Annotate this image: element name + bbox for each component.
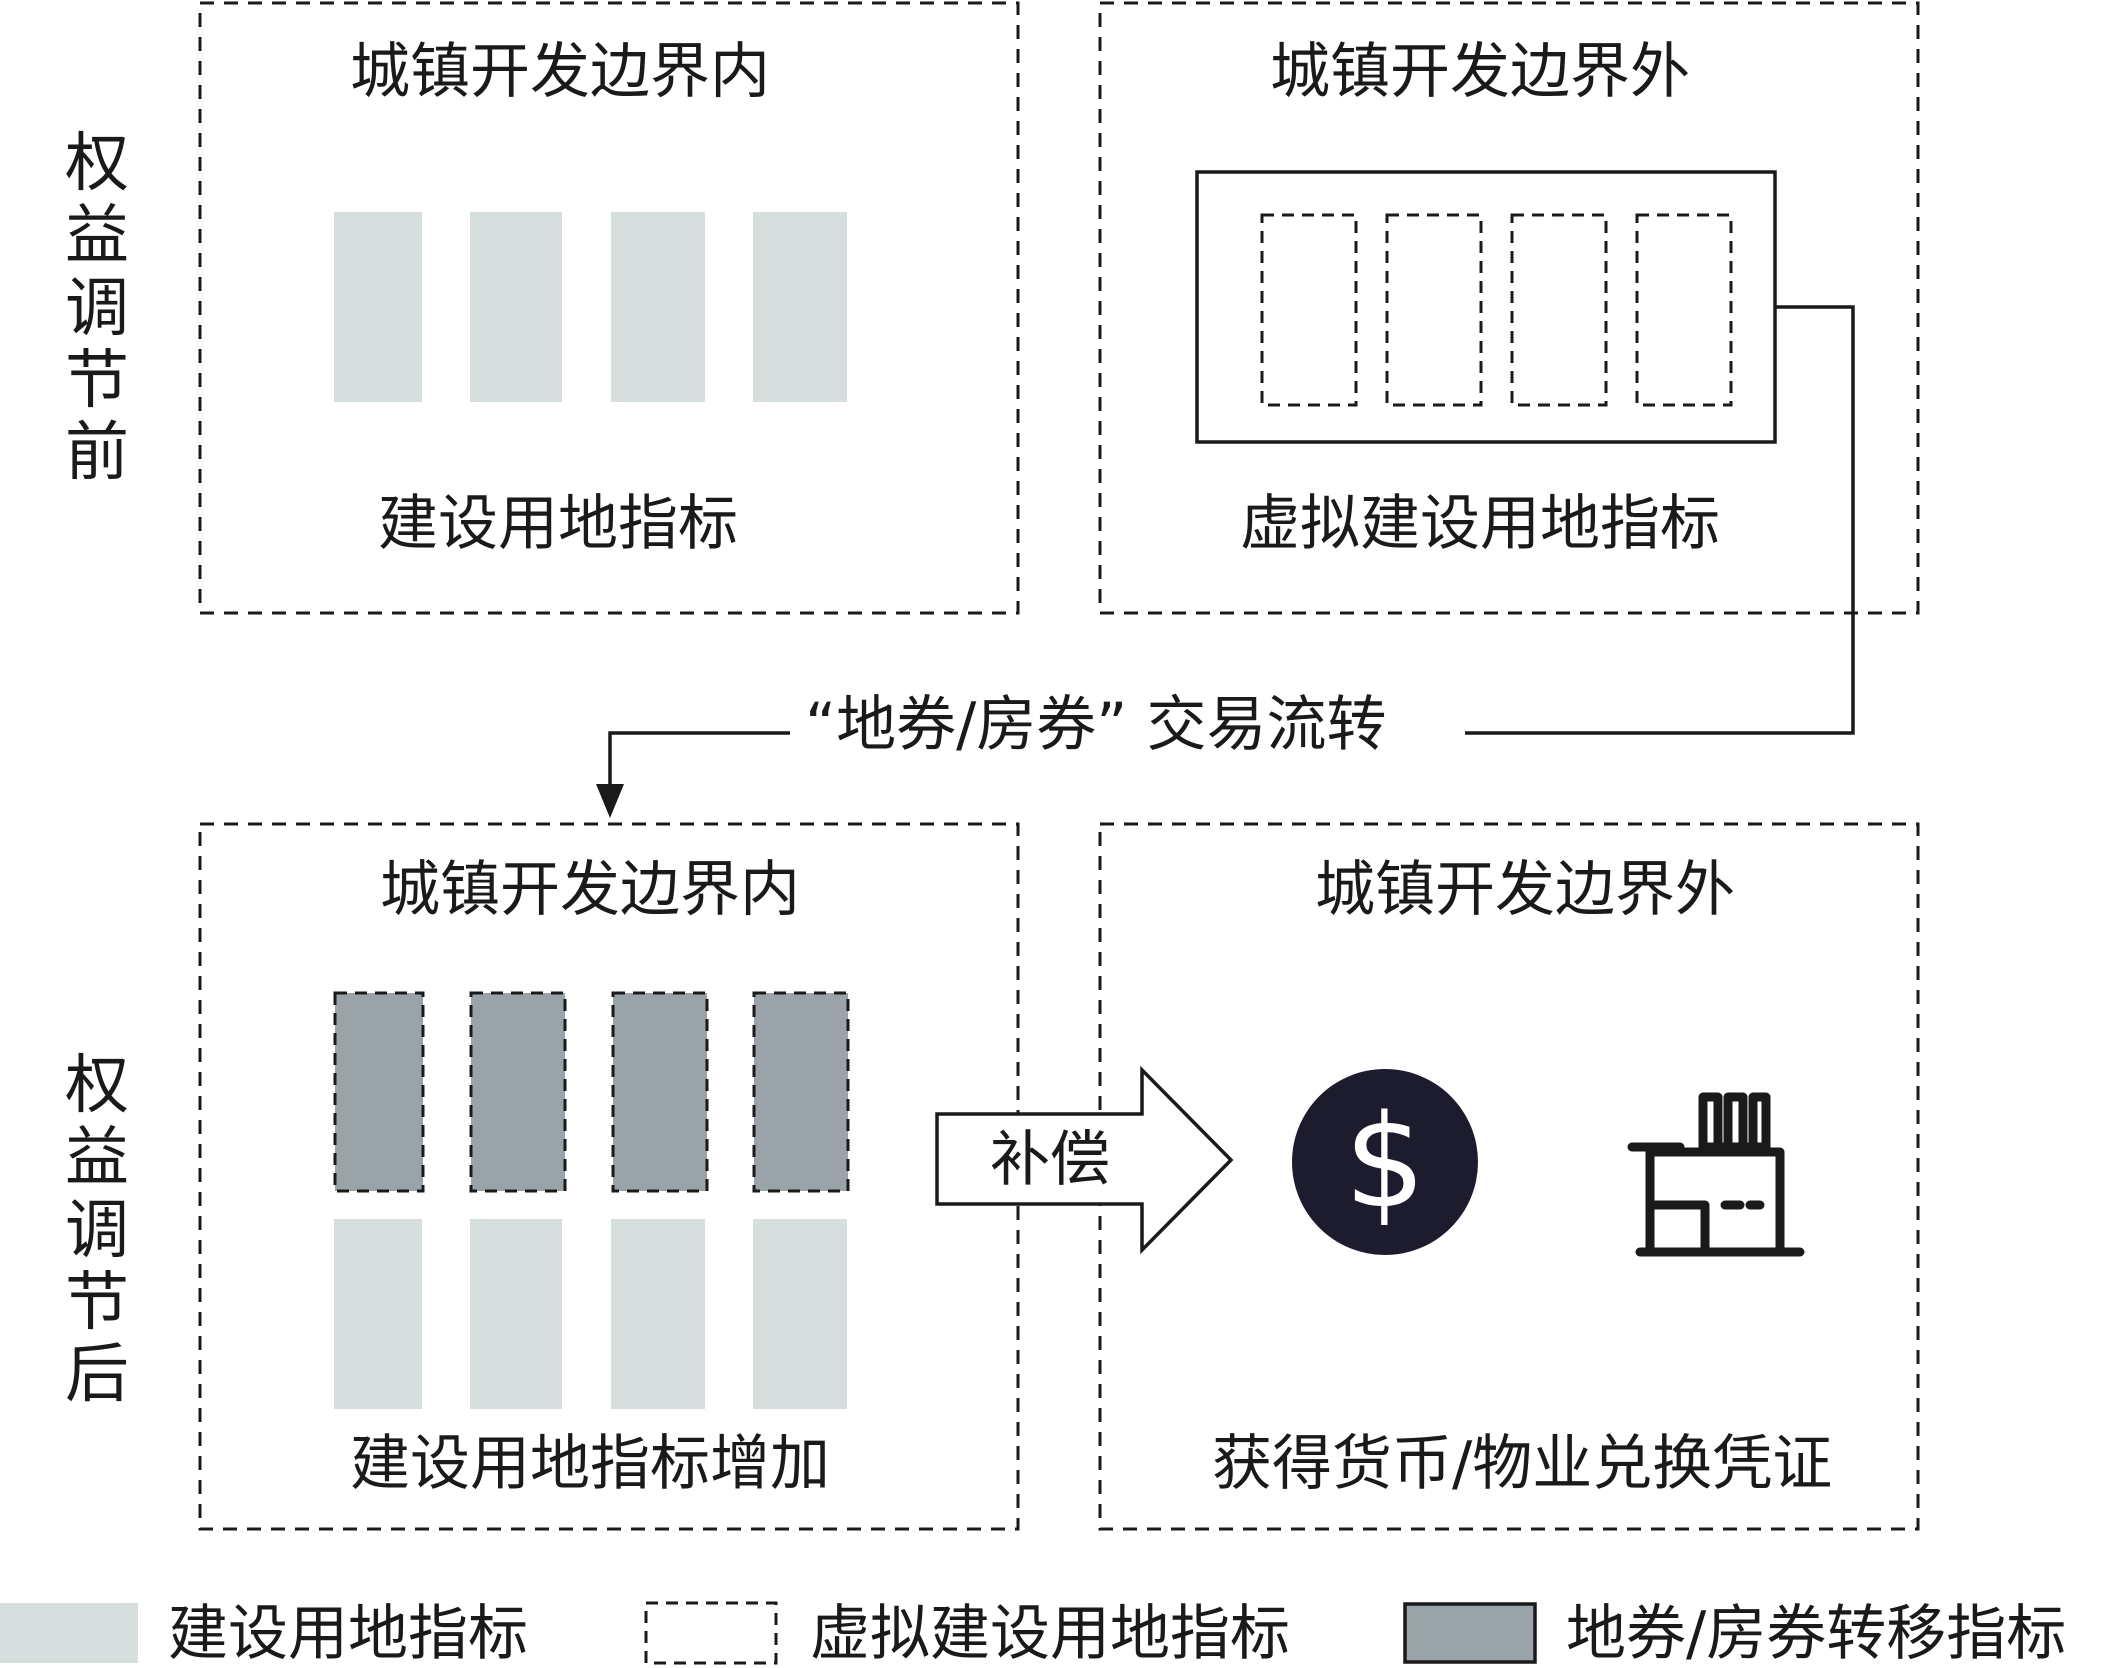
land-quota-block: [611, 212, 705, 402]
transfer-label: “地券/房券” 交易流转: [805, 690, 1387, 760]
land-quota-block: [470, 212, 562, 402]
dollar-coin-icon: $: [1292, 1069, 1478, 1255]
virtual-quota-block: [1510, 213, 1608, 407]
panel-bottom-left-frame: [198, 822, 1020, 1531]
top-right-virtual-blocks: [1260, 213, 1733, 407]
legend-swatch-solid-dark: [1403, 1602, 1537, 1664]
top-left-title: 城镇开发边界内: [350, 37, 770, 107]
land-quota-block: [753, 212, 847, 402]
panel-bottom-right-frame: [1098, 822, 1920, 1531]
transfer-arrowhead: [596, 784, 624, 818]
bottom-left-title: 城镇开发边界内: [380, 855, 800, 925]
svg-text:$: $: [1344, 1088, 1425, 1237]
transfer-quota-block: [333, 991, 425, 1193]
virtual-quota-block: [1635, 213, 1733, 407]
bottom-left-light-blocks: [334, 1219, 847, 1409]
land-quota-block: [470, 1219, 562, 1409]
legend-label-virtual-quota: 虚拟建设用地指标: [810, 1599, 1290, 1668]
bottom-left-caption: 建设用地指标增加: [350, 1429, 830, 1499]
bottom-right-title: 城镇开发边界外: [1315, 855, 1735, 925]
land-quota-block: [334, 212, 422, 402]
land-quota-block: [334, 1219, 422, 1409]
transfer-quota-block: [752, 991, 850, 1193]
virtual-quota-block: [1385, 213, 1483, 407]
compensation-label: 补偿: [990, 1125, 1110, 1195]
transfer-connector-right: [1465, 305, 1855, 735]
side-label-after: 权益调节后: [65, 1049, 129, 1413]
virtual-quota-container: [1195, 170, 1777, 444]
legend-swatch-solid-light: [0, 1603, 138, 1663]
side-label-before: 权益调节前: [65, 127, 129, 491]
legend-label-land-quota: 建设用地指标: [168, 1599, 528, 1668]
transfer-quota-block: [611, 991, 709, 1193]
land-quota-block: [611, 1219, 705, 1409]
transfer-connector-left: [608, 731, 790, 800]
top-left-caption: 建设用地指标: [378, 489, 738, 559]
top-left-blocks: [334, 212, 847, 402]
panel-top-right-frame: [1098, 1, 1920, 615]
panel-top-left-frame: [198, 1, 1020, 615]
legend-label-transfer-quota: 地券/房券转移指标: [1566, 1599, 2067, 1668]
bottom-left-dark-blocks: [333, 991, 850, 1193]
top-right-caption: 虚拟建设用地指标: [1240, 489, 1720, 559]
legend-swatch-dashed: [644, 1601, 778, 1665]
compensation-arrow: [935, 1065, 1234, 1255]
transfer-quota-block: [469, 991, 567, 1193]
top-right-title: 城镇开发边界外: [1270, 37, 1690, 107]
land-quota-block: [753, 1219, 847, 1409]
virtual-quota-block: [1260, 213, 1358, 407]
factory-icon: [1627, 1092, 1805, 1257]
bottom-right-caption: 获得货币/物业兑换凭证: [1212, 1429, 1833, 1499]
